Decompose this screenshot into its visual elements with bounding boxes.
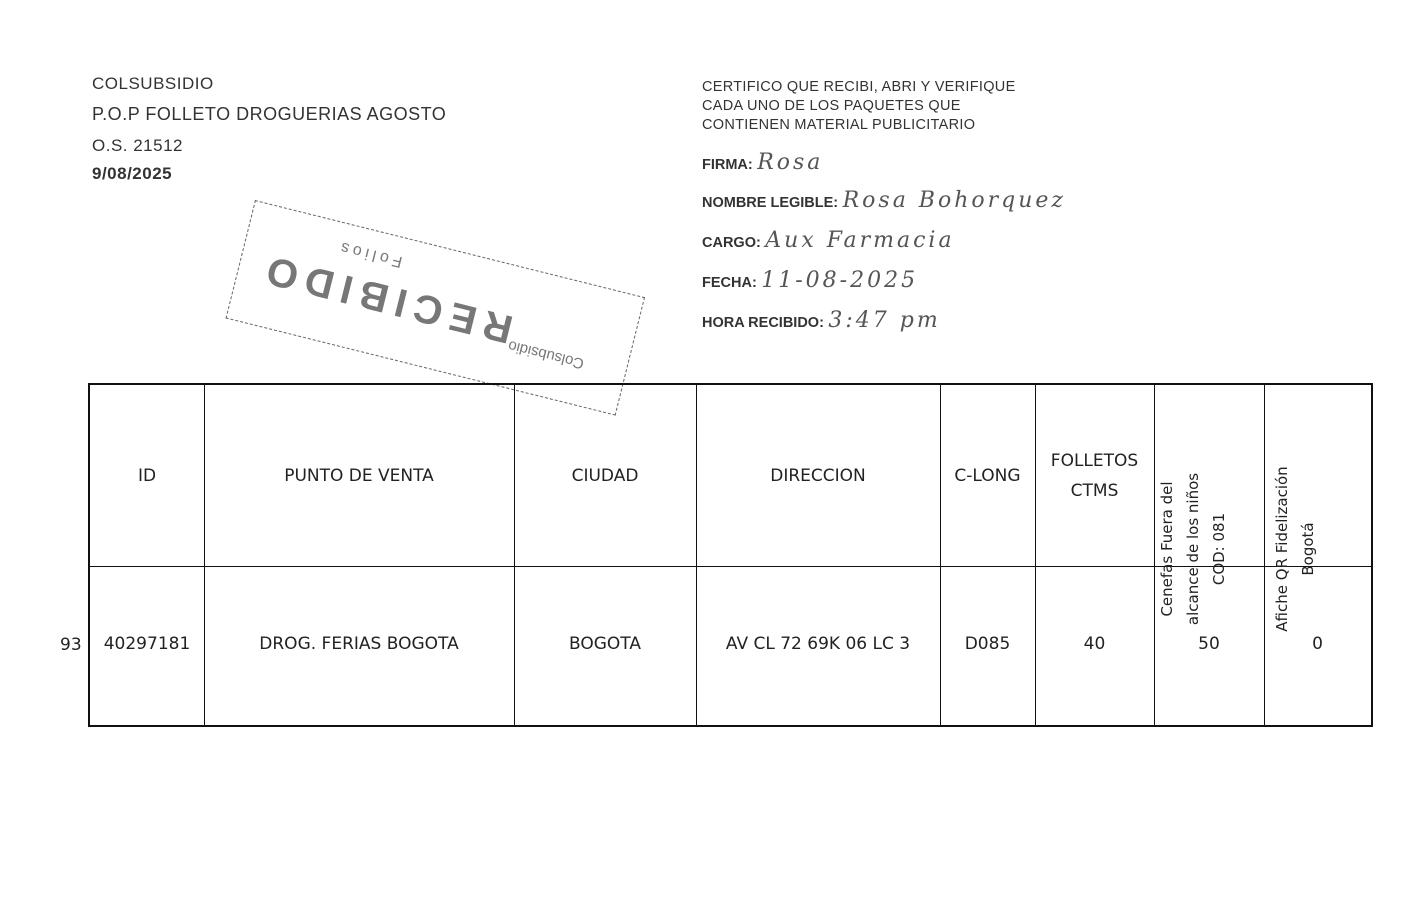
cell-direccion: AV CL 72 69K 06 LC 3 xyxy=(725,633,911,654)
cell-afiche: 0 xyxy=(1312,633,1323,654)
field-label: HORA RECIBIDO: xyxy=(702,315,824,331)
field-value: Rosa Bohorquez xyxy=(842,188,1067,213)
signature: Rosa xyxy=(757,150,824,175)
field-label: NOMBRE LEGIBLE: xyxy=(702,195,839,211)
cert-line: CERTIFICO QUE RECIBI, ABRI Y VERIFIQUE xyxy=(702,79,1016,95)
certificate-text: CERTIFICO QUE RECIBI, ABRI Y VERIFIQUE C… xyxy=(702,78,1016,135)
cell-cenefas: 50 xyxy=(1198,633,1220,654)
order-number: O.S. 21512 xyxy=(92,136,184,155)
field-label: FECHA: xyxy=(702,275,757,291)
field-label: FIRMA: xyxy=(702,157,753,173)
document-date: 9/08/2025 xyxy=(92,164,173,183)
cert-line: CADA UNO DE LOS PAQUETES QUE xyxy=(702,98,961,114)
header-id: ID xyxy=(137,465,157,486)
header-ciudad: CIUDAD xyxy=(571,465,639,486)
field-cargo: CARGO: Aux Farmacia xyxy=(702,228,955,253)
field-value: Aux Farmacia xyxy=(765,228,955,253)
cell-ciudad: BOGOTA xyxy=(569,633,641,654)
row-number: 93 xyxy=(60,635,82,655)
delivery-table: ID PUNTO DE VENTA CIUDAD DIRECCION C-LON… xyxy=(88,383,1373,727)
field-firma: FIRMA: Rosa xyxy=(702,150,823,175)
header-direccion: DIRECCION xyxy=(770,465,866,486)
document-title: P.O.P FOLLETO DROGUERIAS AGOSTO xyxy=(92,104,447,124)
field-label: CARGO: xyxy=(702,235,761,251)
cell-id: 40297181 xyxy=(103,633,191,654)
field-value: 11-08-2025 xyxy=(761,268,919,293)
header-c-long: C-LONG xyxy=(954,465,1021,486)
stamp-brand: Colsubsidio xyxy=(506,336,586,373)
cell-punto-venta: DROG. FERIAS BOGOTA xyxy=(259,633,459,654)
company-name: COLSUBSIDIO xyxy=(92,74,214,93)
field-value: 3:47 pm xyxy=(828,308,941,333)
header-punto-venta: PUNTO DE VENTA xyxy=(284,465,434,486)
field-hora: HORA RECIBIDO: 3:47 pm xyxy=(702,308,941,333)
field-nombre: NOMBRE LEGIBLE: Rosa Bohorquez xyxy=(702,188,1066,213)
header-folletos: FOLLETOS CTMS xyxy=(1050,450,1139,501)
cell-c-long: D085 xyxy=(964,633,1011,654)
field-fecha: FECHA: 11-08-2025 xyxy=(702,268,918,293)
cell-folletos: 40 xyxy=(1083,633,1106,654)
cert-line: CONTIENEN MATERIAL PUBLICITARIO xyxy=(702,117,976,133)
